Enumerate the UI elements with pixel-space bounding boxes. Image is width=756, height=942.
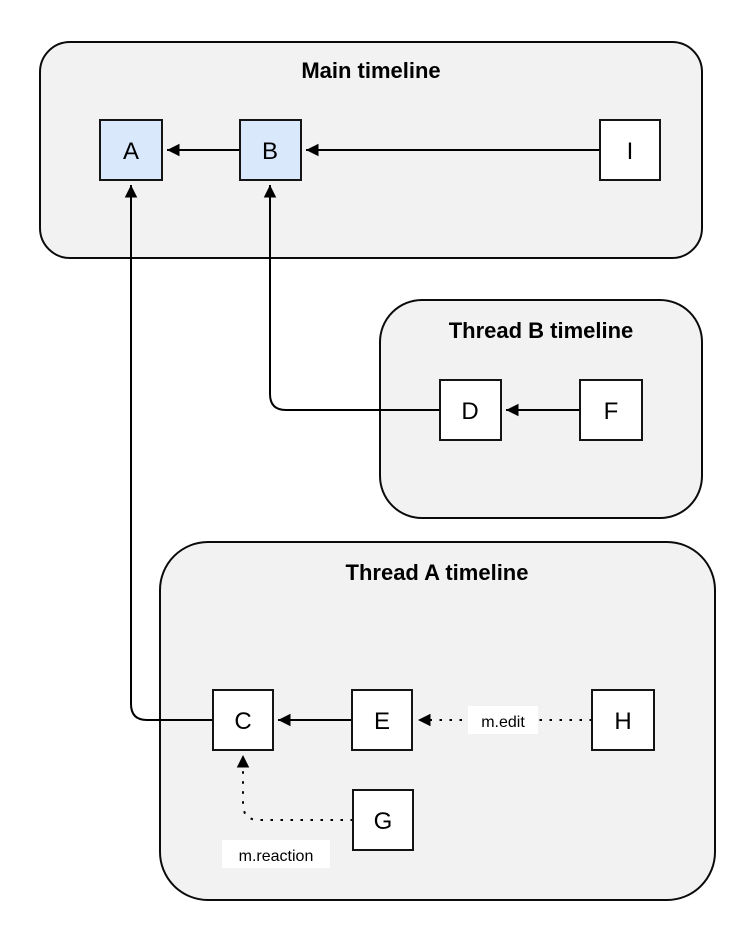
node-h: H xyxy=(591,689,655,751)
edge-label-m-reaction-bg xyxy=(222,840,330,868)
node-i-label: I xyxy=(627,138,634,165)
node-b: B xyxy=(239,119,302,181)
edge-label-m-reaction: m.reaction xyxy=(239,848,314,865)
node-a: A xyxy=(99,119,163,181)
node-h-label: H xyxy=(614,708,631,735)
edge-c-to-a xyxy=(124,185,213,721)
panel-thread-a-timeline-title: Thread A timeline xyxy=(346,560,529,585)
node-e: E xyxy=(351,689,413,751)
panel-main-timeline-title: Main timeline xyxy=(301,58,440,83)
edge-d-to-b xyxy=(263,185,440,411)
node-b-label: B xyxy=(262,138,278,165)
node-e-label: E xyxy=(374,708,390,735)
edge-label-m-edit: m.edit xyxy=(481,714,525,731)
node-d-label: D xyxy=(461,398,478,425)
edge-label-m-edit-bg xyxy=(468,706,538,734)
node-g: G xyxy=(352,789,414,851)
node-c-label: C xyxy=(234,708,251,735)
node-c: C xyxy=(212,689,274,751)
node-a-label: A xyxy=(123,138,139,165)
panel-thread-b-timeline-title: Thread B timeline xyxy=(449,318,634,343)
node-g-label: G xyxy=(374,808,393,835)
node-i: I xyxy=(599,119,661,181)
node-d: D xyxy=(439,379,502,441)
node-f: F xyxy=(579,379,643,441)
node-f-label: F xyxy=(604,398,619,425)
